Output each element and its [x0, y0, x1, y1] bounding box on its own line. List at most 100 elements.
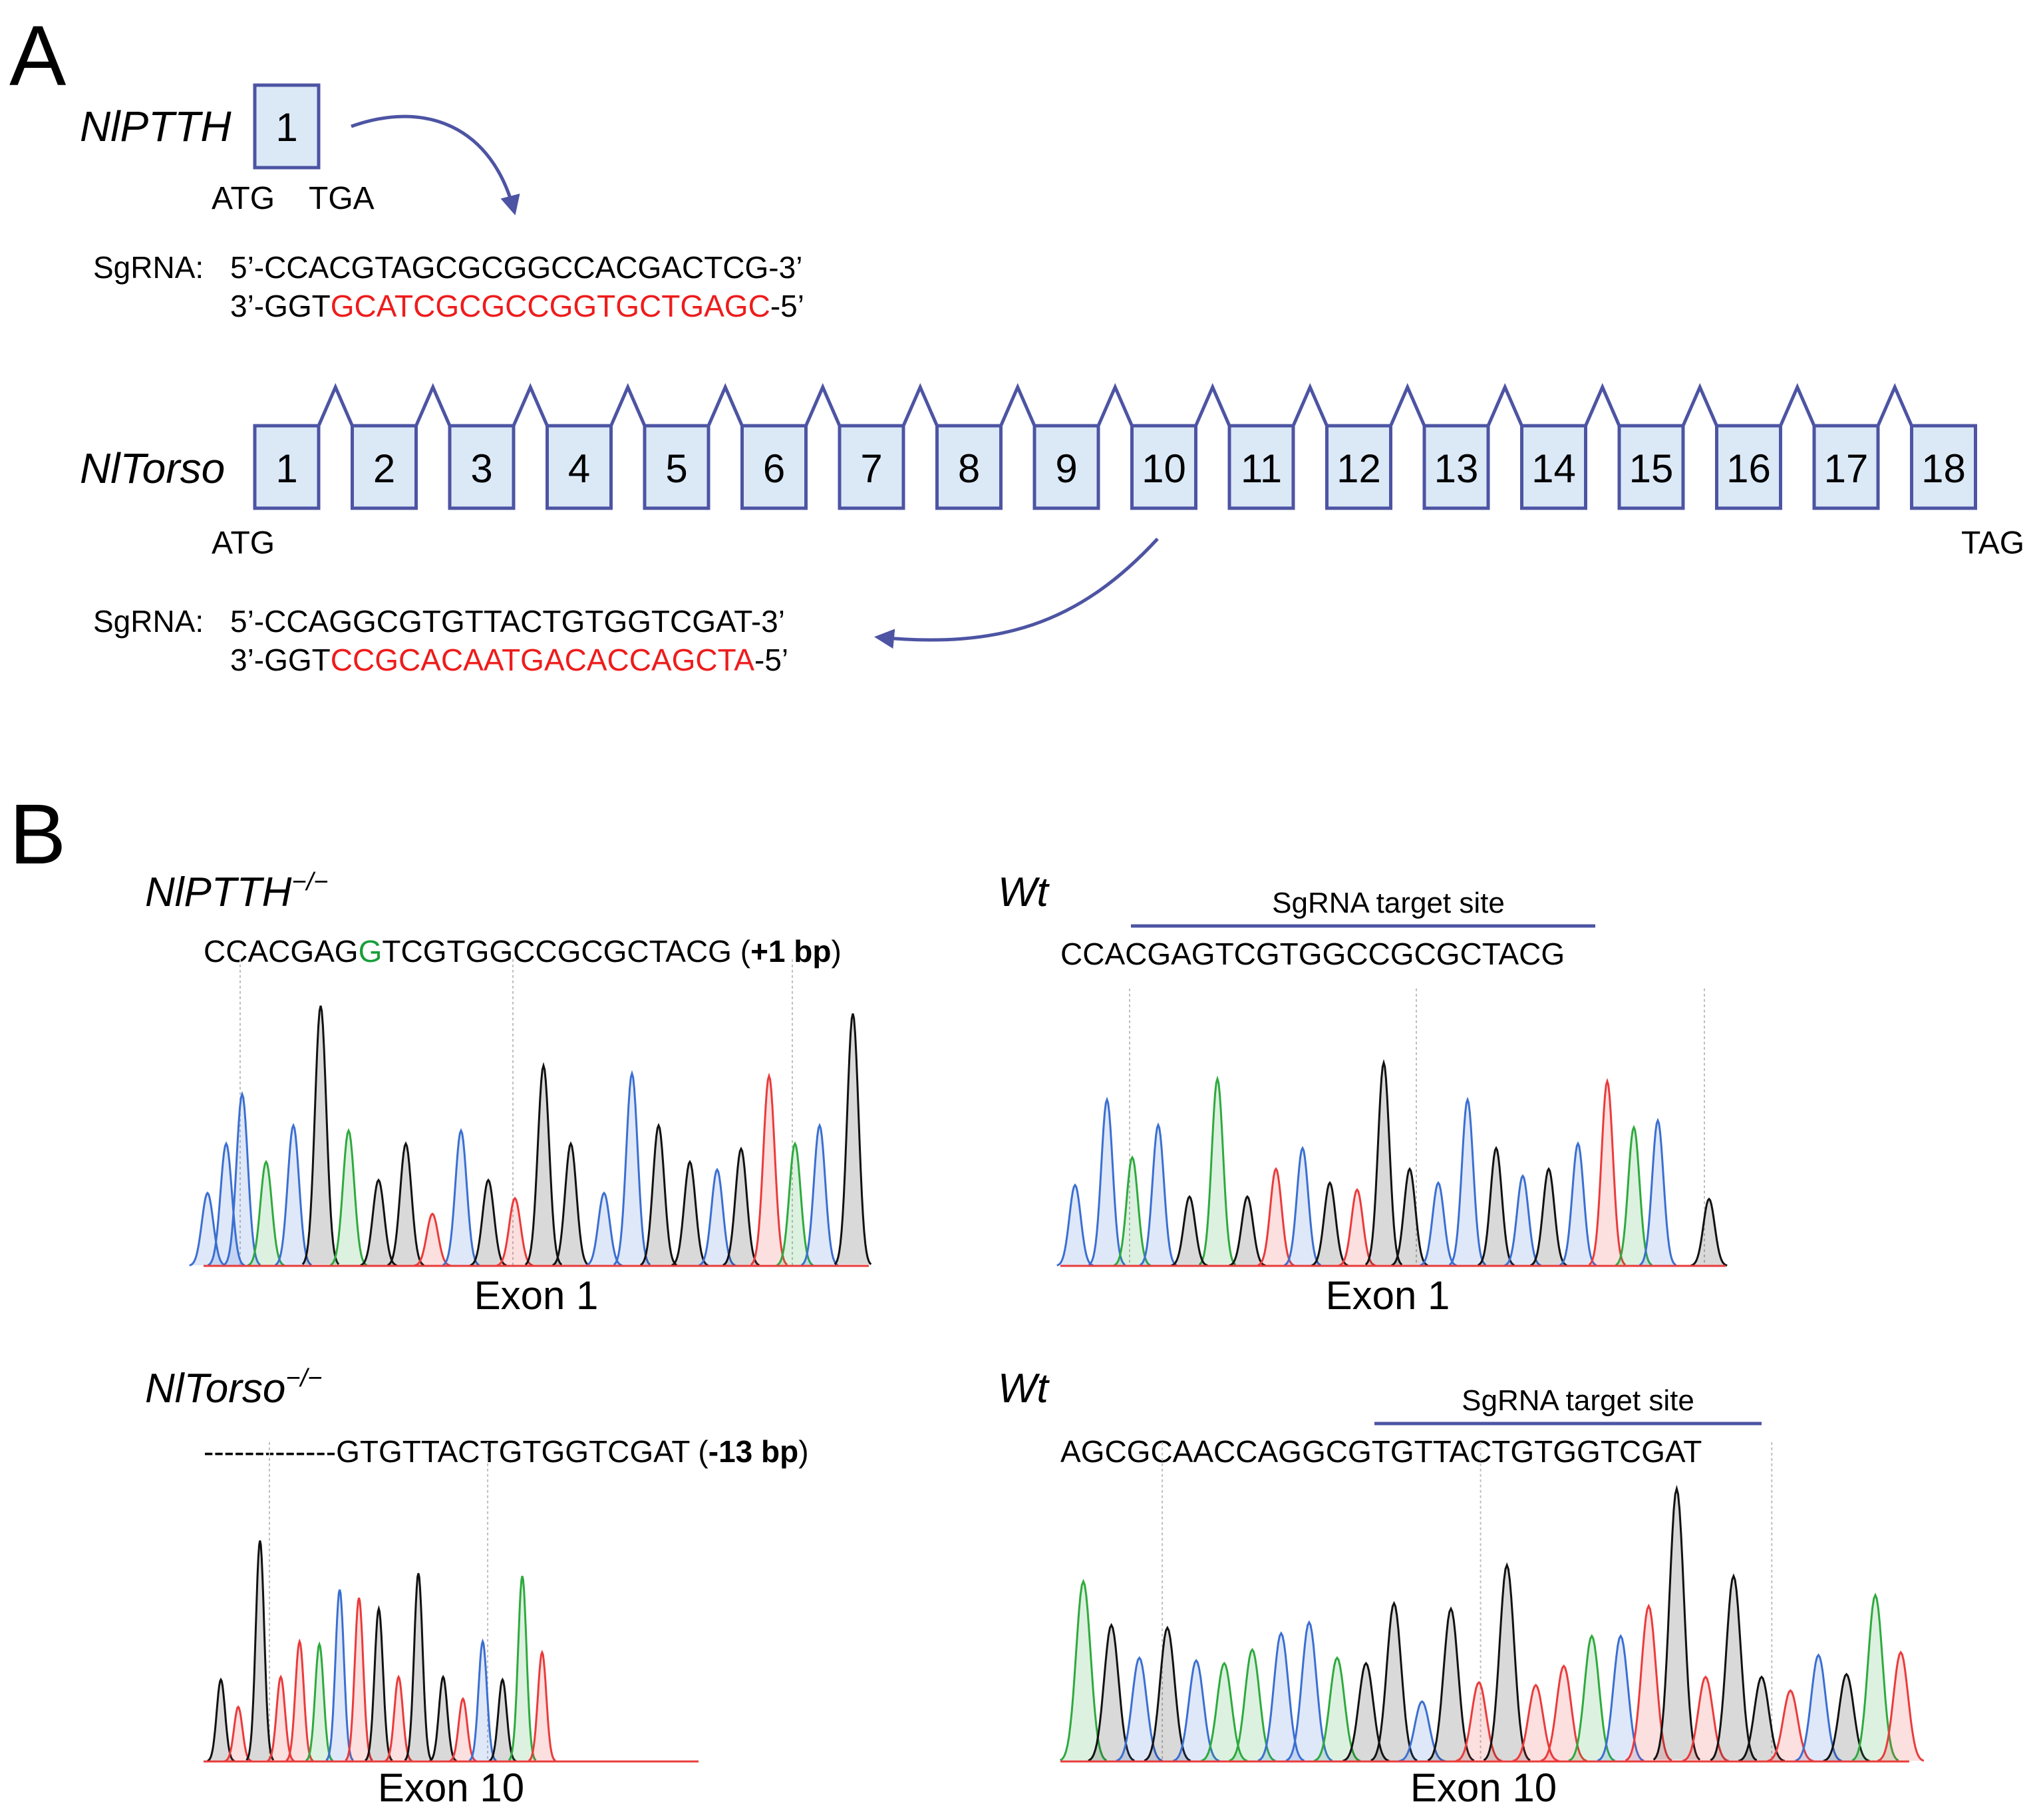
pth-mut-peak-6	[301, 1005, 340, 1265]
torso-exon-17-box	[1812, 424, 1880, 510]
torso-mut-peak-3	[245, 1540, 275, 1761]
torso-sgrna-line2: 3’-GGTCCGCACAATGACACCAGCTA-5’	[230, 643, 788, 677]
torso-stop-codon: TAG	[1961, 526, 2024, 561]
torso-exon-12-box	[1325, 424, 1392, 510]
pth-wt-genotype: Wt	[998, 869, 1050, 915]
torso-intron-17	[1876, 382, 1913, 426]
torso-mut-gene: NlTorso	[145, 1366, 285, 1412]
torso-mut-peak-6-fill	[305, 1644, 333, 1761]
pth-mut-peak-9-fill	[387, 1143, 424, 1265]
pth-wt-peak-5-fill	[1199, 1078, 1236, 1265]
pth-wt-peak-6	[1171, 1195, 1208, 1267]
pth-sgrna-suffix: -5’	[770, 289, 804, 323]
pth-wt-peak-7	[1229, 1195, 1266, 1267]
pth-wt-peak-16-fill	[1478, 1148, 1515, 1265]
torso-exon-18-box	[1910, 424, 1977, 510]
torso-mut-peak-2	[224, 1705, 252, 1762]
pth-mut-peak-3	[223, 1091, 261, 1266]
torso-intron-16	[1779, 382, 1816, 426]
pth-wt-peak-10-fill	[1311, 1183, 1348, 1266]
pth-wt-peak-18	[1530, 1167, 1567, 1267]
pth-wt-peak-16	[1478, 1145, 1515, 1267]
pth-mut-peak-25	[834, 1013, 872, 1265]
pth-wt-peak-7-fill	[1229, 1196, 1266, 1266]
torso-exon-3-number: 3	[470, 446, 492, 491]
torso-wt-peak-22	[1652, 1485, 1701, 1761]
torso-wt-chromatogram	[1059, 1442, 1925, 1763]
pth-mut-peak-8-fill	[360, 1180, 397, 1266]
pth-wt-peak-9-fill	[1284, 1148, 1321, 1265]
torso-exon-7-number: 7	[860, 446, 882, 491]
torso-wt-peak-29	[1851, 1592, 1899, 1761]
pth-wt-peak-22	[1639, 1118, 1677, 1266]
pth-mut-peak-22	[750, 1072, 788, 1266]
torso-mut-peak-16	[508, 1575, 537, 1761]
pth-wt-peak-14	[1420, 1181, 1457, 1267]
torso-mut-exon-label: Exon 10	[378, 1765, 524, 1810]
pth-mut-peak-9	[387, 1141, 424, 1267]
torso-mut-change-close: )	[798, 1434, 808, 1469]
pth-mut-peak-14	[524, 1062, 563, 1266]
torso-mut-peak-16-fill	[508, 1576, 536, 1761]
pth-mut-peak-17-fill	[613, 1073, 651, 1265]
pth-mut-change-close: )	[832, 934, 842, 969]
torso-exon-10-box	[1130, 424, 1197, 510]
pth-mut-peak-8	[360, 1178, 397, 1267]
pth-mut-peak-1	[189, 1191, 226, 1267]
torso-mut-peak-5-fill	[286, 1641, 313, 1761]
torso-wt-peak-11	[1342, 1661, 1390, 1762]
torso-exon-6-number: 6	[763, 446, 785, 491]
pth-sgrna-line1: 5’-CCACGTAGCGCGGCCACGACTCG-3’	[230, 250, 802, 285]
pth-mut-peak-7	[329, 1128, 368, 1267]
torso-intron-14	[1584, 382, 1621, 426]
torso-wt-peak-27	[1795, 1653, 1842, 1762]
pth-mut-peak-4	[247, 1159, 285, 1267]
torso-wt-peak-5	[1172, 1658, 1220, 1762]
torso-mut-peak-6	[305, 1641, 334, 1762]
pth-wt-peak-17-fill	[1504, 1175, 1541, 1266]
torso-wt-peak-10	[1313, 1656, 1361, 1762]
pth-mut-chromatogram	[189, 959, 872, 1267]
torso-wt-peak-17	[1512, 1684, 1559, 1762]
torso-wt-peak-7	[1229, 1648, 1276, 1762]
pth-mut-peak-24	[801, 1122, 838, 1266]
pth-wt-peak-8	[1257, 1167, 1295, 1267]
torso-wt-peak-20	[1597, 1634, 1645, 1762]
panel-a-label: A	[9, 9, 67, 104]
torso-exon-3-box	[448, 424, 516, 510]
torso-exon-17-number: 17	[1824, 446, 1869, 491]
torso-exon-14-number: 14	[1531, 446, 1576, 491]
torso-mut-change-open: (	[690, 1434, 709, 1469]
pth-wt-peak-23	[1690, 1197, 1728, 1267]
pth-wt-peak-13	[1391, 1167, 1428, 1267]
torso-intron-10	[1194, 382, 1231, 426]
pth-sgrna-line2: 3’-GGTGCATCGCGCCGGTGCTGAGC-5’	[230, 289, 804, 323]
torso-exon-10-number: 10	[1142, 446, 1186, 491]
pth-wt-peak-8-fill	[1257, 1169, 1295, 1266]
panel-b-label: B	[9, 787, 66, 882]
torso-mut-peak-9-fill	[365, 1608, 392, 1761]
pth-mut-peak-16-fill	[585, 1193, 623, 1266]
pth-mut-peak-11-fill	[442, 1130, 480, 1265]
torso-wt-peak-1	[1059, 1579, 1108, 1761]
torso-exon-8-box	[935, 424, 1003, 510]
pth-wt-peak-2	[1088, 1096, 1126, 1266]
torso-wt-peak-13	[1398, 1700, 1446, 1762]
pth-mut-peak-5-fill	[275, 1125, 312, 1265]
pth-wt-peak-4	[1139, 1122, 1178, 1266]
torso-exon-9-number: 9	[1055, 446, 1077, 491]
pth-wt-peak-15	[1448, 1096, 1487, 1266]
torso-wt-peak-28	[1823, 1672, 1870, 1762]
torso-mut-peak-17-fill	[528, 1652, 556, 1761]
pth-sgrna-target: GCATCGCGCCGGTGCTGAGC	[331, 289, 770, 323]
torso-wt-peak-19	[1568, 1634, 1616, 1762]
torso-intron-15	[1681, 382, 1718, 426]
torso-gene-name: NlTorso	[80, 444, 225, 492]
torso-intron-4	[609, 382, 647, 426]
torso-exon-18-number: 18	[1921, 446, 1966, 491]
torso-sgrna-line1: 5’-CCAGGCGTGTTACTGTGGTCGAT-3’	[230, 604, 785, 639]
torso-intron-2	[414, 382, 452, 426]
torso-wt-peak-21	[1625, 1603, 1672, 1761]
pth-stop-codon: TGA	[309, 181, 375, 216]
